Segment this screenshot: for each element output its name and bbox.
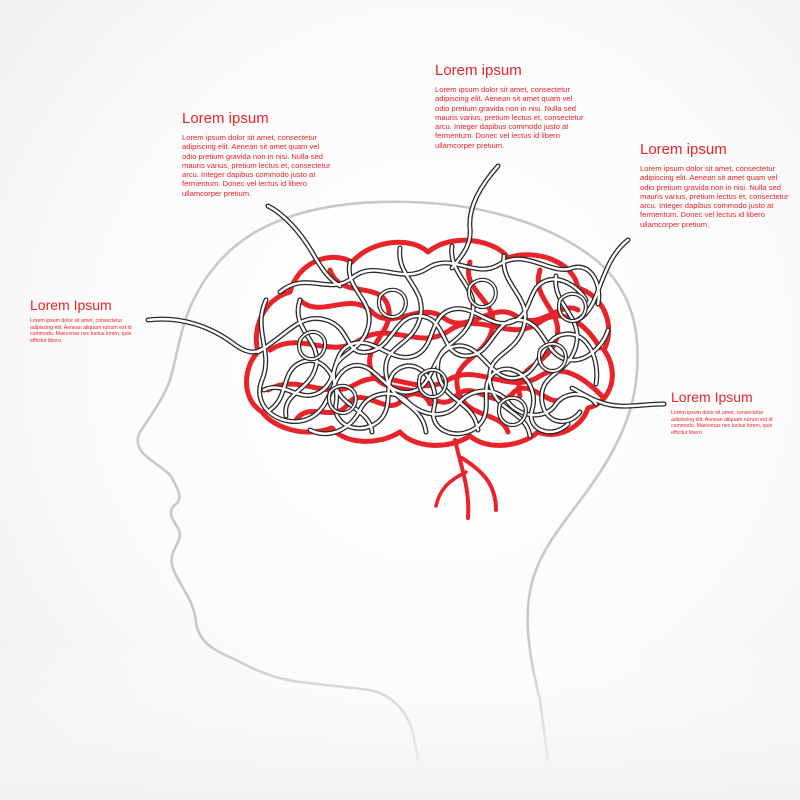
callout-side-right-body: Lorem ipsum dolor sit amet, consectetur … (671, 410, 773, 436)
callout-right-title: Lorem ipsum (640, 141, 727, 158)
brain-wire-layer (145, 163, 667, 439)
callout-right-body: Lorem ipsum dolor sit amet, consectetur … (640, 164, 789, 229)
callout-top-body: Lorem ipsum dolor sit amet, consectetur … (435, 85, 584, 150)
callout-top-title: Lorem ipsum (435, 62, 522, 79)
bottom-fade (0, 640, 800, 800)
callout-left: Lorem ipsum Lorem ipsum dolor sit amet, … (182, 110, 332, 198)
brain-red-layer (244, 237, 615, 520)
callout-left-body: Lorem ipsum dolor sit amet, consectetur … (182, 133, 331, 198)
callout-side-left-title: Lorem Ipsum (30, 297, 112, 313)
callout-side-left-body: Lorem ipsum dolor sit amet, consectetur … (30, 318, 132, 344)
callout-right: Lorem ipsum Lorem ipsum dolor sit amet, … (640, 141, 790, 229)
callout-top: Lorem ipsum Lorem ipsum dolor sit amet, … (435, 62, 585, 150)
callout-side-left: Lorem Ipsum Lorem ipsum dolor sit amet, … (30, 297, 145, 344)
callout-left-title: Lorem ipsum (182, 110, 269, 127)
callout-side-right-title: Lorem Ipsum (671, 389, 753, 405)
callout-side-right: Lorem Ipsum Lorem ipsum dolor sit amet, … (671, 389, 783, 436)
head-outline (136, 200, 639, 762)
